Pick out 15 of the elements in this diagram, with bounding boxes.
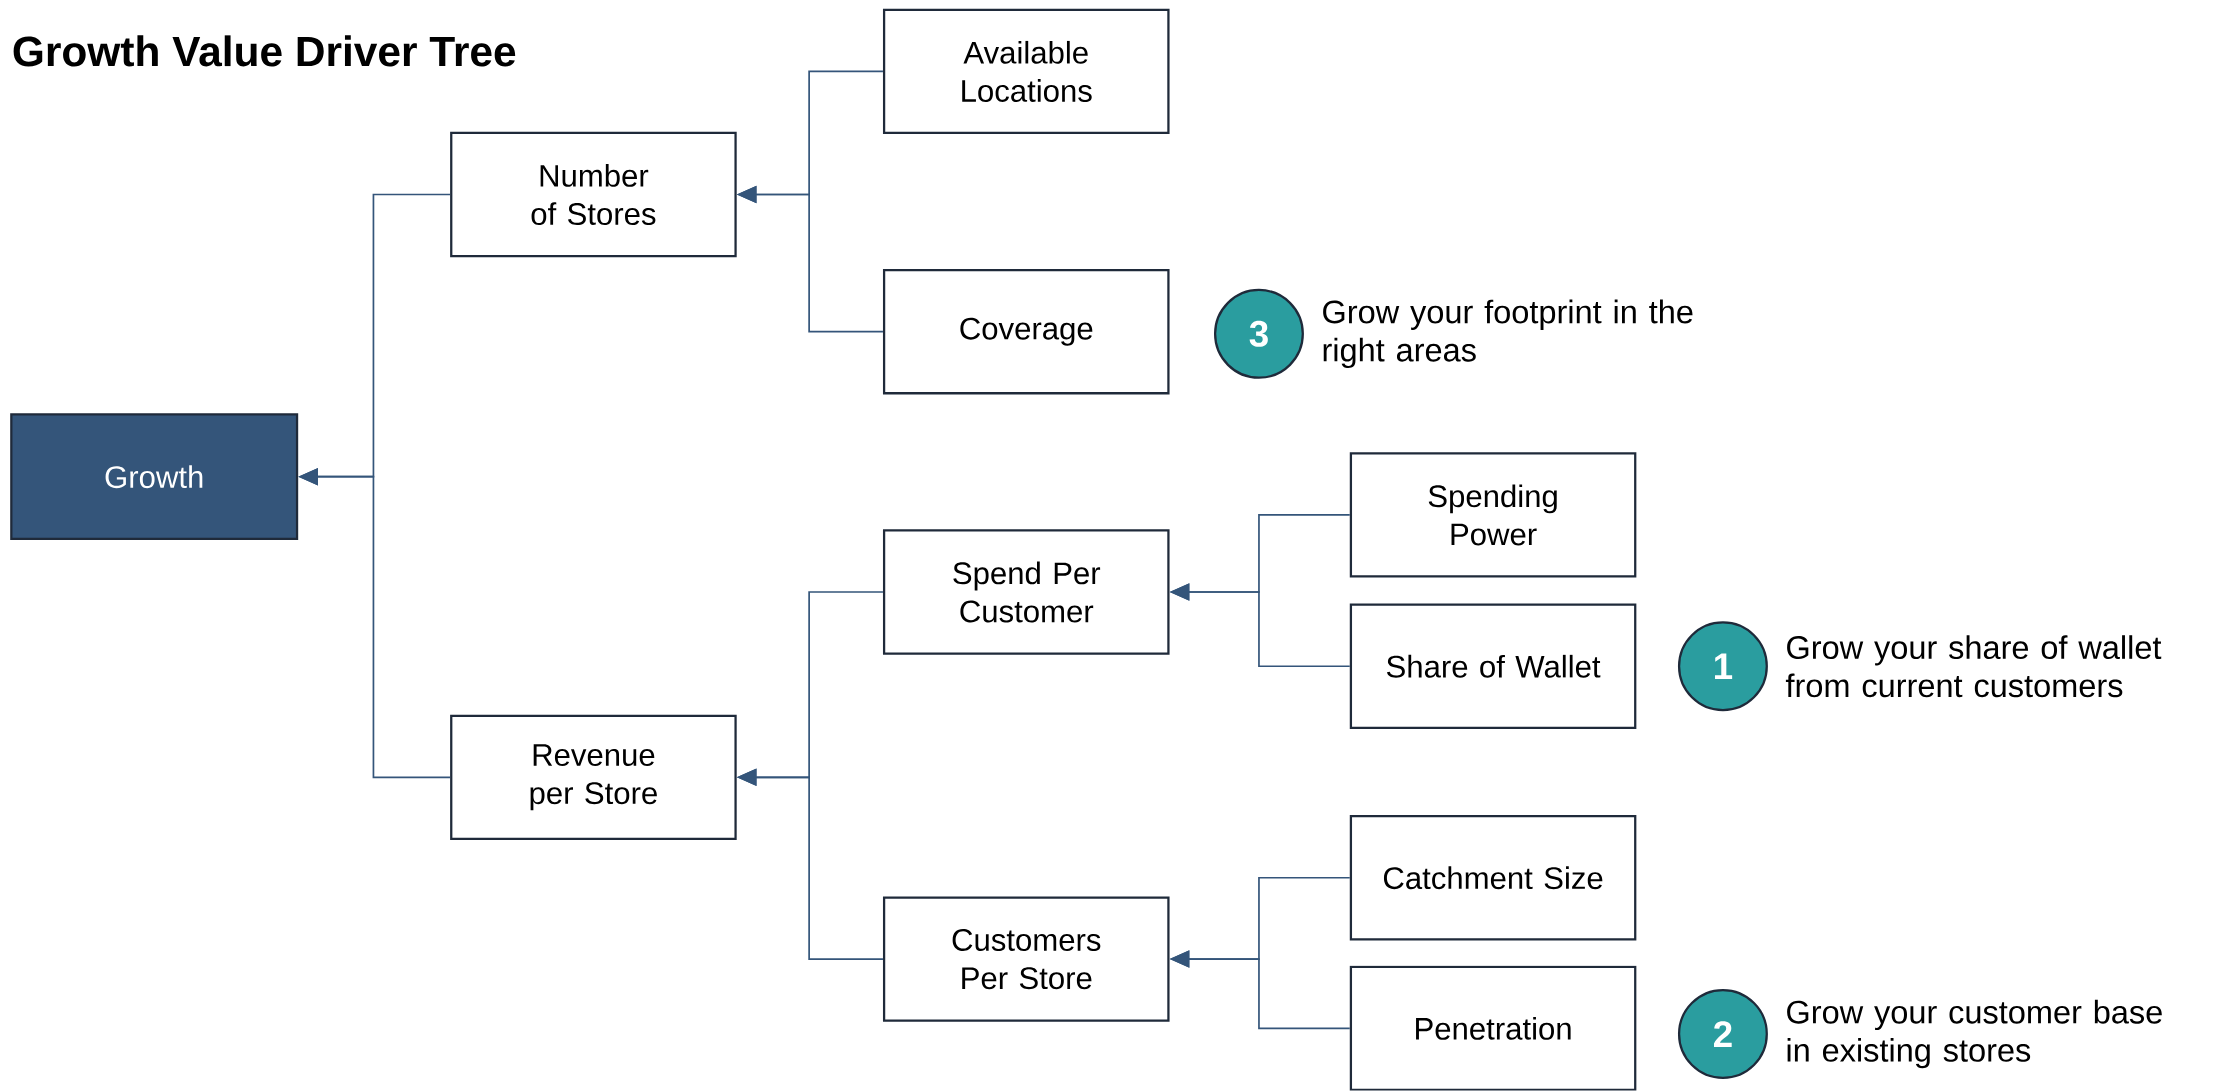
note-text: Grow your customer base in existing stores bbox=[1787, 1000, 2162, 1069]
driver-box: Available Locations bbox=[882, 8, 1170, 135]
driver-box: Spend Per Customer bbox=[882, 529, 1170, 655]
driver-box: Share of Wallet bbox=[1349, 603, 1637, 730]
driver-box: Revenue per Store bbox=[450, 714, 737, 841]
root-box: Growth bbox=[10, 413, 299, 541]
driver-box: Penetration bbox=[1349, 965, 1637, 1091]
driver-box: Coverage bbox=[882, 269, 1170, 395]
title: Growth Value Driver Tree bbox=[13, 35, 516, 67]
driver-box: Spending Power bbox=[1349, 452, 1637, 578]
driver-box: Catchment Size bbox=[1349, 815, 1637, 941]
note-text: Grow your footprint in the right areas bbox=[1323, 299, 1693, 369]
driver-box: Number of Stores bbox=[450, 132, 737, 258]
note-text: Grow your share of wallet from current customers bbox=[1785, 635, 2162, 698]
driver-box: Customers Per Store bbox=[882, 896, 1170, 1022]
